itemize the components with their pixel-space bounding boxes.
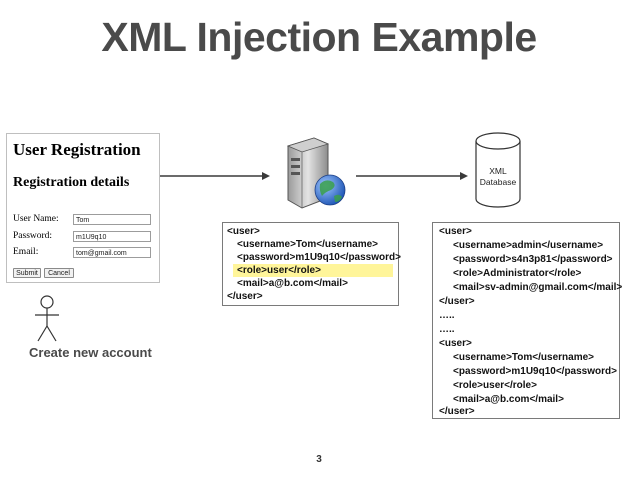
code-line: <password>s4n3p81</password> <box>453 254 613 265</box>
code-line: <username>Tom</username> <box>453 352 594 363</box>
code-line: <password>m1U9q10</password> <box>237 252 401 263</box>
database-label: XML Database <box>474 166 522 188</box>
form-title: User Registration <box>13 140 141 159</box>
web-server-icon <box>286 137 346 209</box>
code-line: <user> <box>227 226 260 237</box>
registration-form: User Registration Registration details U… <box>6 133 160 283</box>
stored-xml-box: <user> <username>admin</username> <passw… <box>432 222 623 419</box>
code-line: </user> <box>227 291 263 302</box>
password-label: Password: <box>13 231 53 241</box>
code-line: <mail>a@b.com</mail> <box>237 278 348 289</box>
highlighted-code-line: <role>user</role> <box>233 264 393 277</box>
injected-xml-box: <user> <username>Tom</username> <passwor… <box>222 222 401 306</box>
username-label: User Name: <box>13 214 59 224</box>
page-number: 3 <box>316 454 322 465</box>
arrow-to-database <box>356 172 468 180</box>
code-line: </user> <box>439 406 475 417</box>
arrow-to-server <box>160 172 270 180</box>
code-line: <username>Tom</username> <box>237 239 378 250</box>
code-line: <mail>sv-admin@gmail.com</mail> <box>453 282 623 293</box>
user-actor-icon <box>35 295 59 342</box>
username-field[interactable]: Tom <box>73 214 151 225</box>
database-icon <box>475 132 521 208</box>
code-line: <password>m1U9q10</password> <box>453 366 617 377</box>
slide-title: XML Injection Example <box>101 14 537 60</box>
code-line: <role>user</role> <box>453 380 537 391</box>
code-line: <role>Administrator</role> <box>453 268 582 279</box>
actor-label: Create new account <box>29 345 152 360</box>
database-label-line1: XML <box>489 166 507 176</box>
code-line: <username>admin</username> <box>453 240 604 251</box>
password-field[interactable]: m1U9q10 <box>73 231 151 242</box>
email-field[interactable]: tom@gmail.com <box>73 247 151 258</box>
cancel-button[interactable]: Cancel <box>44 268 74 278</box>
code-line: <mail>a@b.com</mail> <box>453 394 564 405</box>
code-line: ….. <box>439 310 455 321</box>
code-line: ….. <box>439 324 455 335</box>
code-line: <user> <box>439 338 472 349</box>
code-line: <user> <box>439 226 472 237</box>
submit-button[interactable]: Submit <box>13 268 41 278</box>
database-label-line2: Database <box>479 177 517 187</box>
email-label: Email: <box>13 247 39 257</box>
code-line: </user> <box>439 296 475 307</box>
form-subtitle: Registration details <box>13 175 130 190</box>
